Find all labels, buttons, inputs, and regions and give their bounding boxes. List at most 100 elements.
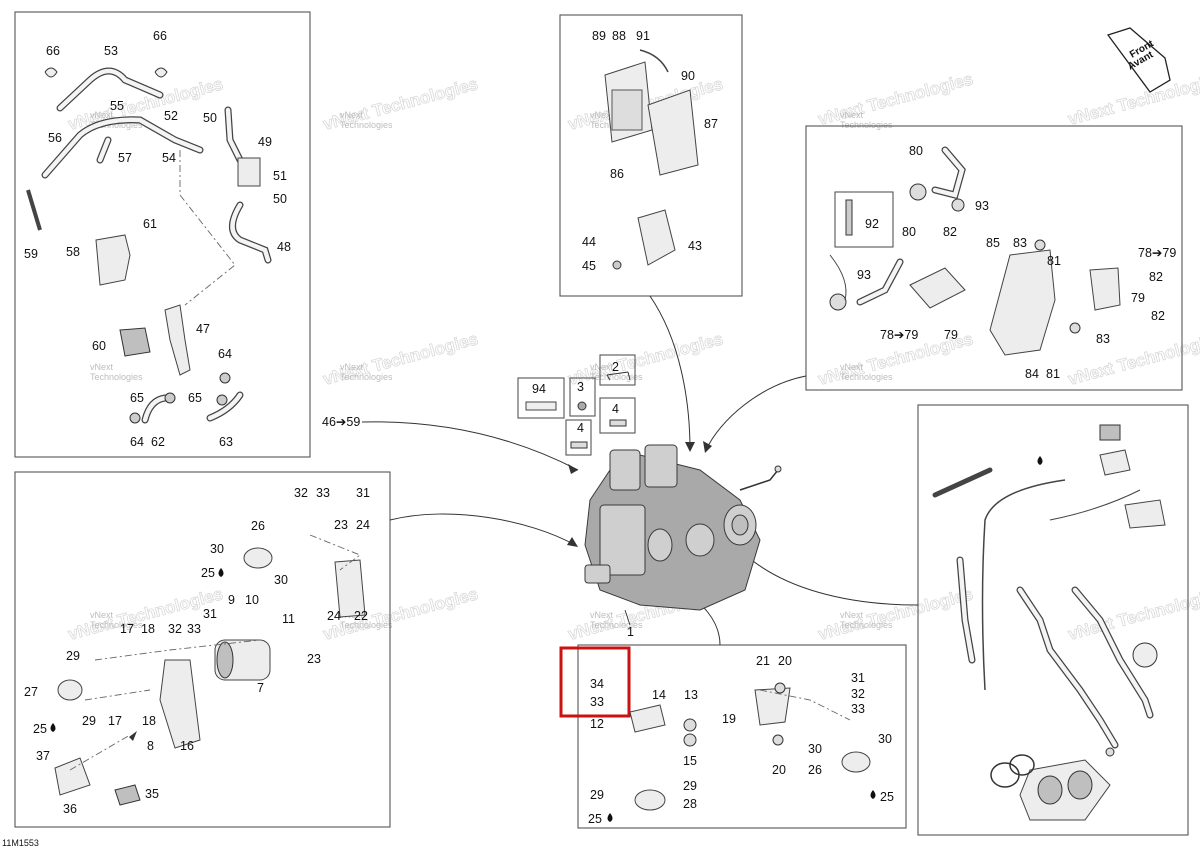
callout-81: 81	[1046, 367, 1060, 381]
callout-44: 44	[582, 235, 596, 249]
callout-33: 33	[851, 702, 865, 716]
callout-82: 82	[1151, 309, 1165, 323]
callout-34: 34	[590, 677, 604, 691]
callout-86: 86	[610, 167, 624, 181]
oil-drop-icon	[50, 723, 56, 732]
callout-9: 9	[228, 593, 235, 607]
callout-26: 26	[251, 519, 265, 533]
callout-37: 37	[36, 749, 50, 763]
callout-93: 93	[975, 199, 989, 213]
callout-20: 20	[772, 763, 786, 777]
svg-text:vNext: vNext	[340, 110, 364, 120]
callout-29: 29	[82, 714, 96, 728]
callout-33: 33	[316, 486, 330, 500]
callout-3: 3	[577, 380, 584, 394]
callout-32: 32	[294, 486, 308, 500]
callout-53: 53	[104, 44, 118, 58]
callout-78-79: 78➔79	[1138, 246, 1176, 260]
callout-54: 54	[162, 151, 176, 165]
callout-14: 14	[652, 688, 666, 702]
callout-43: 43	[688, 239, 702, 253]
front-direction-arrow: Front Avant	[1106, 27, 1171, 93]
callout-29: 29	[683, 779, 697, 793]
callout-16: 16	[180, 739, 194, 753]
callout-50: 50	[273, 192, 287, 206]
callout-33: 33	[590, 695, 604, 709]
callout-4: 4	[577, 421, 584, 435]
label-engine: 1	[627, 625, 634, 639]
engine-assembly	[584, 444, 782, 626]
callout-57: 57	[118, 151, 132, 165]
svg-text:vNext: vNext	[840, 362, 864, 372]
svg-text:Technologies: Technologies	[90, 372, 143, 382]
svg-text:vNext: vNext	[340, 362, 364, 372]
callout-12: 12	[590, 717, 604, 731]
callout-22: 22	[354, 609, 368, 623]
label-transfer-46-59: 46➔59	[322, 415, 360, 429]
panel-electrical-bracket	[805, 125, 1183, 391]
oil-drop-icon	[607, 813, 613, 822]
callout-31: 31	[203, 607, 217, 621]
callout-25: 25	[588, 812, 602, 826]
callout-84: 84	[1025, 367, 1039, 381]
callout-48: 48	[277, 240, 291, 254]
callout-65: 65	[188, 391, 202, 405]
callout-79: 79	[1131, 291, 1145, 305]
callout-51: 51	[273, 169, 287, 183]
callout-30: 30	[808, 742, 822, 756]
svg-text:Technologies: Technologies	[340, 372, 393, 382]
svg-text:94: 94	[532, 382, 546, 396]
starter-mount-parts	[54, 534, 366, 806]
callout-59: 59	[24, 247, 38, 261]
callout-18: 18	[142, 714, 156, 728]
callout-93: 93	[857, 268, 871, 282]
callout-10: 10	[245, 593, 259, 607]
svg-text:vNext: vNext	[840, 610, 864, 620]
callout-66: 66	[46, 44, 60, 58]
callout-58: 58	[66, 245, 80, 259]
oil-drop-icon	[218, 568, 224, 577]
callout-82: 82	[1149, 270, 1163, 284]
callout-32: 32	[168, 622, 182, 636]
svg-text:Technologies: Technologies	[590, 372, 643, 382]
callout-33: 33	[187, 622, 201, 636]
callout-13: 13	[684, 688, 698, 702]
svg-text:vNext: vNext	[590, 362, 614, 372]
cables-exhaust-parts	[932, 424, 1166, 821]
callout-91: 91	[636, 29, 650, 43]
cooling-hoses-parts	[26, 67, 272, 424]
callout-65: 65	[130, 391, 144, 405]
callout-25: 25	[880, 790, 894, 804]
callout-24: 24	[356, 518, 370, 532]
highlight-box-34-33	[559, 646, 631, 718]
callout-90: 90	[681, 69, 695, 83]
svg-text:Technologies: Technologies	[90, 620, 143, 630]
callout-66: 66	[153, 29, 167, 43]
callout-23: 23	[307, 652, 321, 666]
callout-8: 8	[147, 739, 154, 753]
callout-31: 31	[851, 671, 865, 685]
svg-text:Technologies: Technologies	[590, 620, 643, 630]
callout-18: 18	[141, 622, 155, 636]
svg-text:vNext: vNext	[590, 110, 614, 120]
svg-text:Technologies: Technologies	[90, 120, 143, 130]
callout-47: 47	[196, 322, 210, 336]
callout-80: 80	[902, 225, 916, 239]
svg-text:Technologies: Technologies	[840, 120, 893, 130]
callout-19: 19	[722, 712, 736, 726]
callout-35: 35	[145, 787, 159, 801]
svg-text:vNext: vNext	[840, 110, 864, 120]
callout-81: 81	[1047, 254, 1061, 268]
drawing-number: 11M1553	[2, 838, 39, 848]
panel-ecm	[559, 14, 743, 297]
callout-92: 92	[865, 217, 879, 231]
callout-17: 17	[108, 714, 122, 728]
callout-45: 45	[582, 259, 596, 273]
callout-27: 27	[24, 685, 38, 699]
callout-87: 87	[704, 117, 718, 131]
callout-11: 11	[282, 612, 295, 626]
callout-64: 64	[218, 347, 232, 361]
callout-62: 62	[151, 435, 165, 449]
panel-engine-mounts-starter	[14, 471, 391, 828]
